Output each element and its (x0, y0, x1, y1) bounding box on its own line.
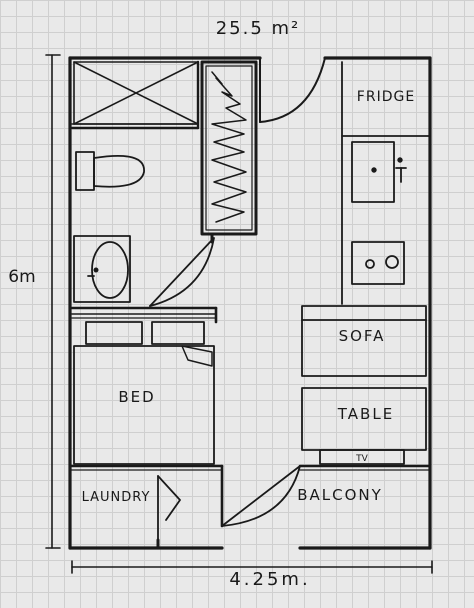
width-label: 4.25m. (229, 569, 310, 590)
closet (200, 60, 258, 236)
fridge-label: FRIDGE (357, 89, 415, 105)
laundry-door (156, 475, 181, 550)
kitchen-sink (351, 141, 407, 203)
bathroom-bedroom-wall (70, 306, 218, 324)
laundry-wall (68, 464, 224, 528)
area-label: 25.5 m² (216, 18, 301, 39)
balcony-label: BALCONY (297, 486, 383, 504)
sofa-label: SOFA (339, 327, 386, 345)
cooktop (351, 241, 405, 285)
width-dimension-line (71, 560, 433, 574)
entrance-door (259, 57, 326, 123)
shower (73, 61, 199, 125)
bed-label: BED (118, 388, 155, 406)
bathroom-door (149, 232, 215, 307)
bedside-tables (71, 317, 217, 345)
tv-label: TV (355, 454, 368, 464)
toilet (75, 151, 145, 191)
height-label: 6m (8, 267, 35, 287)
table-label: TABLE (337, 405, 394, 423)
bathroom-wall (70, 60, 200, 130)
laundry-label: LAUNDRY (82, 490, 151, 505)
sofa (301, 305, 427, 377)
balcony-door (221, 465, 301, 527)
tv-unit (319, 449, 405, 465)
bathroom-sink (73, 235, 131, 303)
balcony-wall (298, 464, 432, 471)
outer-walls (68, 56, 432, 550)
kitchen-counter (341, 61, 431, 305)
bed (73, 345, 215, 465)
height-dimension-line (45, 54, 61, 549)
